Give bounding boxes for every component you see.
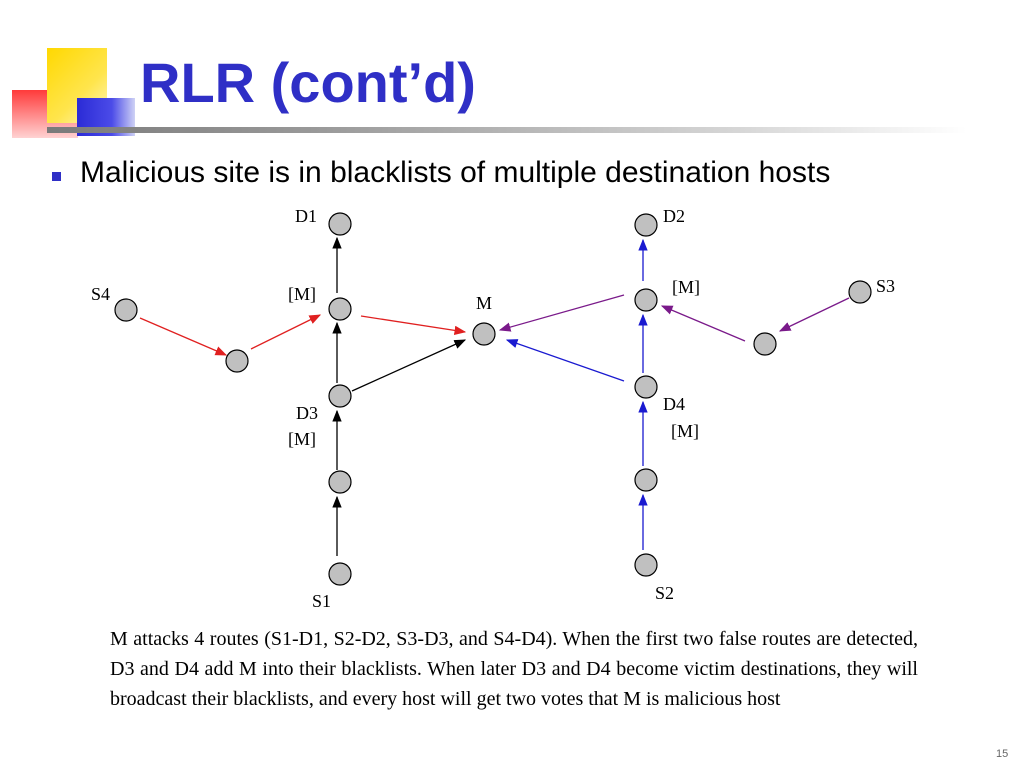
label-d1: D1 bbox=[295, 206, 317, 226]
edge-d4-m bbox=[505, 339, 625, 382]
title-underline bbox=[47, 127, 967, 133]
label-m-tag-d4: [M] bbox=[671, 421, 699, 441]
node-d1 bbox=[328, 212, 352, 236]
node-s3-hop bbox=[753, 332, 777, 356]
edge-nr-m bbox=[498, 294, 625, 332]
node-d3 bbox=[328, 384, 352, 408]
node-d2 bbox=[634, 213, 658, 237]
node-s1-hop bbox=[328, 470, 352, 494]
bullet-square-icon bbox=[52, 172, 61, 181]
label-s3: S3 bbox=[876, 276, 895, 296]
node-s2 bbox=[634, 553, 658, 577]
label-m-tag-d3: [M] bbox=[288, 429, 316, 449]
node-s4-hop bbox=[225, 349, 249, 373]
node-left-hop bbox=[328, 297, 352, 321]
edge-s3-n3 bbox=[778, 297, 850, 332]
edge-n3-nr bbox=[660, 305, 746, 342]
label-d2: D2 bbox=[663, 206, 685, 226]
node-s2-hop bbox=[634, 468, 658, 492]
edge-n4-nl bbox=[250, 314, 322, 350]
label-s1: S1 bbox=[312, 591, 331, 611]
label-m-tag-left: [M] bbox=[288, 284, 316, 304]
caption-text: M attacks 4 routes (S1-D1, S2-D2, S3-D3,… bbox=[110, 628, 918, 710]
slide-title: RLR (cont’d) bbox=[140, 51, 476, 114]
node-s3 bbox=[848, 280, 872, 304]
edge-d3-m bbox=[351, 339, 467, 392]
label-d3: D3 bbox=[296, 403, 318, 423]
page-number: 15 bbox=[996, 748, 1009, 760]
label-s2: S2 bbox=[655, 583, 674, 603]
node-s4 bbox=[114, 298, 138, 322]
bullet-text: Malicious site is in blacklists of multi… bbox=[80, 156, 831, 189]
node-s1 bbox=[328, 562, 352, 586]
node-m bbox=[472, 322, 496, 346]
edge-s4-n4 bbox=[139, 317, 228, 356]
label-m: M bbox=[476, 293, 492, 313]
label-s4: S4 bbox=[91, 284, 110, 304]
edge-nl-m bbox=[360, 315, 467, 336]
label-m-tag-right: [M] bbox=[672, 277, 700, 297]
node-d4 bbox=[634, 375, 658, 399]
node-right-hop bbox=[634, 288, 658, 312]
label-d4: D4 bbox=[663, 394, 685, 414]
